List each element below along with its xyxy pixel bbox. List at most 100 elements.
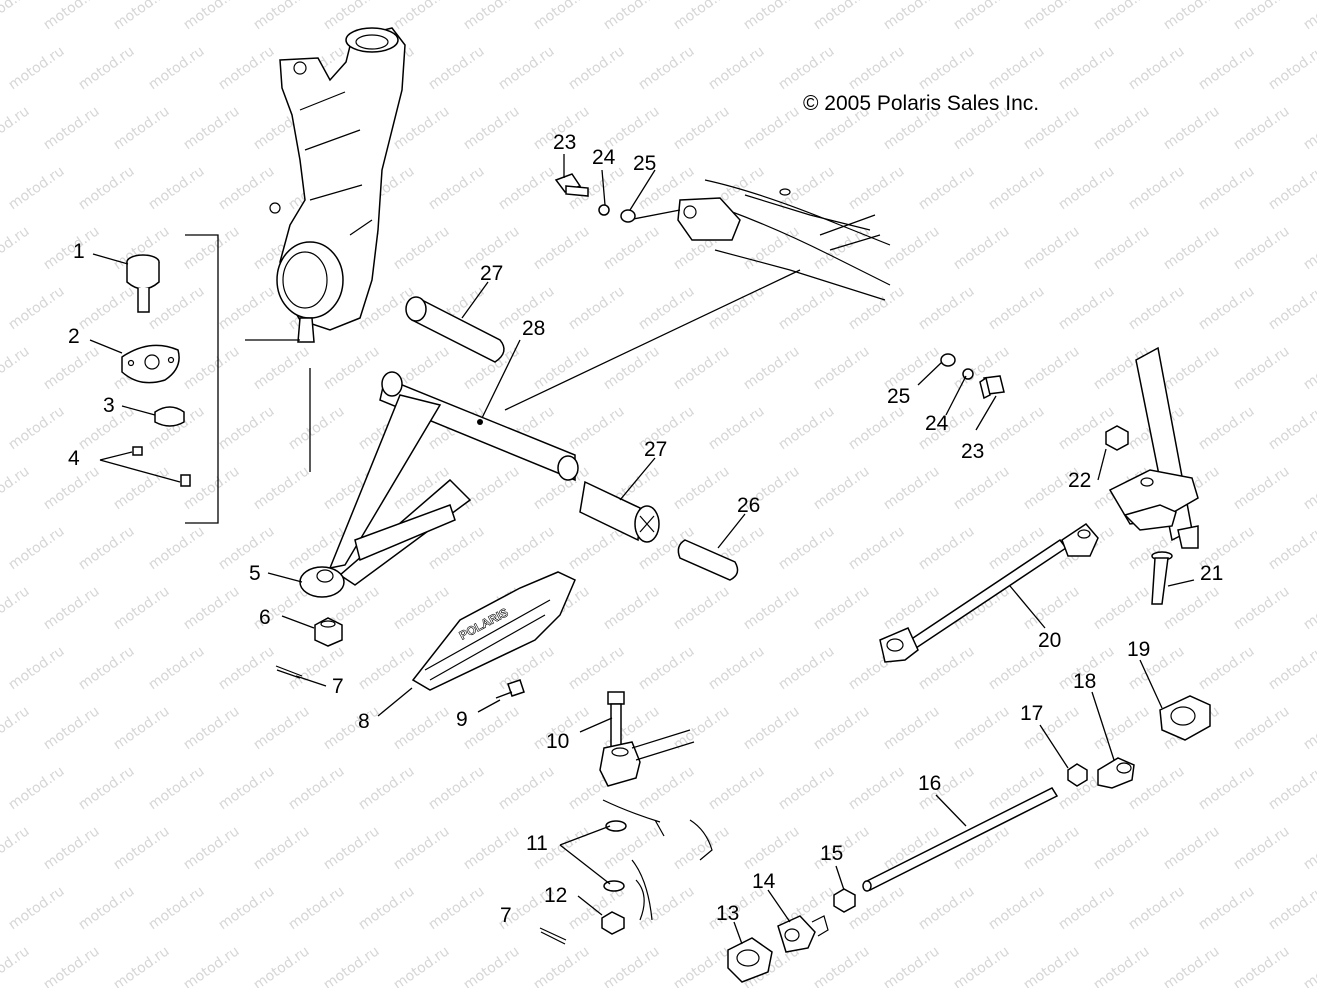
watermark-text: motod.ru xyxy=(181,343,243,393)
callout-7: 7 xyxy=(332,675,344,698)
watermark-text: motod.ru xyxy=(6,523,68,573)
watermark-text: motod.ru xyxy=(391,703,453,753)
watermark-text: motod.ru xyxy=(1266,163,1317,213)
watermark-text: motod.ru xyxy=(1266,403,1317,453)
grease-fitting xyxy=(132,446,143,456)
watermark-text: motod.ru xyxy=(181,943,243,988)
dust-boot xyxy=(154,406,185,427)
watermark-text: motod.ru xyxy=(41,103,103,153)
callout-6: 6 xyxy=(259,606,271,629)
washer xyxy=(940,353,956,367)
watermark-text: motod.ru xyxy=(1126,883,1188,933)
watermark-text: motod.ru xyxy=(1301,583,1317,633)
watermark-text: motod.ru xyxy=(636,43,698,93)
watermark-text: motod.ru xyxy=(1231,703,1293,753)
steering-knuckle xyxy=(269,27,406,343)
watermark-text: motod.ru xyxy=(881,0,943,33)
watermark-text: motod.ru xyxy=(321,343,383,393)
watermark-text: motod.ru xyxy=(986,883,1048,933)
watermark-text: motod.ru xyxy=(636,883,698,933)
watermark-text: motod.ru xyxy=(671,583,733,633)
watermark-text: motod.ru xyxy=(251,0,313,33)
watermark-text: motod.ru xyxy=(776,523,838,573)
watermark-text: motod.ru xyxy=(1021,0,1083,33)
watermark-text: motod.ru xyxy=(6,883,68,933)
watermark-text: motod.ru xyxy=(636,643,698,693)
watermark-text: motod.ru xyxy=(1231,103,1293,153)
watermark-text: motod.ru xyxy=(181,0,243,33)
steering-bolt xyxy=(1151,551,1173,605)
watermark-text: motod.ru xyxy=(811,583,873,633)
watermark-text: motod.ru xyxy=(496,43,558,93)
watermark-text: motod.ru xyxy=(601,943,663,988)
watermark-text: motod.ru xyxy=(0,223,32,273)
pivot-bushing xyxy=(579,480,660,543)
watermark-text: motod.ru xyxy=(286,763,348,813)
watermark-text: motod.ru xyxy=(951,223,1013,273)
watermark-text: motod.ru xyxy=(1091,943,1153,988)
watermark-text: motod.ru xyxy=(671,103,733,153)
watermark-text: motod.ru xyxy=(811,703,873,753)
callout-1: 1 xyxy=(73,240,85,263)
tie-rod-end xyxy=(727,937,773,983)
watermark-text: motod.ru xyxy=(1266,43,1317,93)
watermark-text: motod.ru xyxy=(76,163,138,213)
watermark-text: motod.ru xyxy=(216,283,278,333)
watermark-text: motod.ru xyxy=(1196,43,1258,93)
watermark-text: motod.ru xyxy=(251,823,313,873)
callout-10: 10 xyxy=(546,730,569,753)
watermark-text: motod.ru xyxy=(916,283,978,333)
callout-24-right: 24 xyxy=(925,412,949,435)
callout-19: 19 xyxy=(1127,638,1150,661)
cotter-pin xyxy=(539,927,567,945)
watermark-text: motod.ru xyxy=(76,523,138,573)
watermark-text: motod.ru xyxy=(741,0,803,33)
watermark-text: motod.ru xyxy=(356,763,418,813)
watermark-text: motod.ru xyxy=(1266,883,1317,933)
watermark-text: motod.ru xyxy=(1161,823,1223,873)
tie-rod-end xyxy=(1159,695,1211,741)
shock-lower-eye xyxy=(599,729,695,787)
watermark-text: motod.ru xyxy=(1126,283,1188,333)
watermark-text: motod.ru xyxy=(1231,583,1293,633)
watermark-text: motod.ru xyxy=(671,463,733,513)
watermark-text: motod.ru xyxy=(1056,283,1118,333)
watermark-text: motod.ru xyxy=(426,163,488,213)
callout-24: 24 xyxy=(592,146,616,169)
guide-line xyxy=(504,269,801,411)
watermark-text: motod.ru xyxy=(146,283,208,333)
callout-7-lower: 7 xyxy=(500,904,512,927)
lock-nut xyxy=(1105,425,1129,451)
watermark-text: motod.ru xyxy=(1161,583,1223,633)
callout-26: 26 xyxy=(737,494,760,517)
watermark-text: motod.ru xyxy=(531,943,593,988)
callout-23: 23 xyxy=(553,131,576,154)
watermark-text: motod.ru xyxy=(321,823,383,873)
tie-rod-end xyxy=(777,915,829,953)
watermark-text: motod.ru xyxy=(426,883,488,933)
watermark-text: motod.ru xyxy=(1231,943,1293,988)
watermark-text: motod.ru xyxy=(286,403,348,453)
watermark-text: motod.ru xyxy=(146,523,208,573)
watermark-text: motod.ru xyxy=(601,583,663,633)
watermark-text: motod.ru xyxy=(321,943,383,988)
watermark-text: motod.ru xyxy=(391,823,453,873)
watermark-text: motod.ru xyxy=(1301,0,1317,33)
watermark-text: motod.ru xyxy=(1301,343,1317,393)
watermark-text: motod.ru xyxy=(111,943,173,988)
watermark-text: motod.ru xyxy=(111,583,173,633)
watermark-text: motod.ru xyxy=(1196,163,1258,213)
watermark-text: motod.ru xyxy=(216,523,278,573)
watermark-text: motod.ru xyxy=(1091,583,1153,633)
watermark-text: motod.ru xyxy=(286,883,348,933)
leader-lines xyxy=(89,154,1195,945)
watermark-text: motod.ru xyxy=(776,763,838,813)
tie-rod xyxy=(879,523,1099,663)
watermark-text: motod.ru xyxy=(566,283,628,333)
watermark-text: motod.ru xyxy=(41,943,103,988)
watermark-text: motod.ru xyxy=(391,583,453,633)
jam-nut xyxy=(833,888,856,913)
bolt xyxy=(979,375,1005,400)
watermark-text: motod.ru xyxy=(741,823,803,873)
mount-bracket xyxy=(602,799,713,921)
